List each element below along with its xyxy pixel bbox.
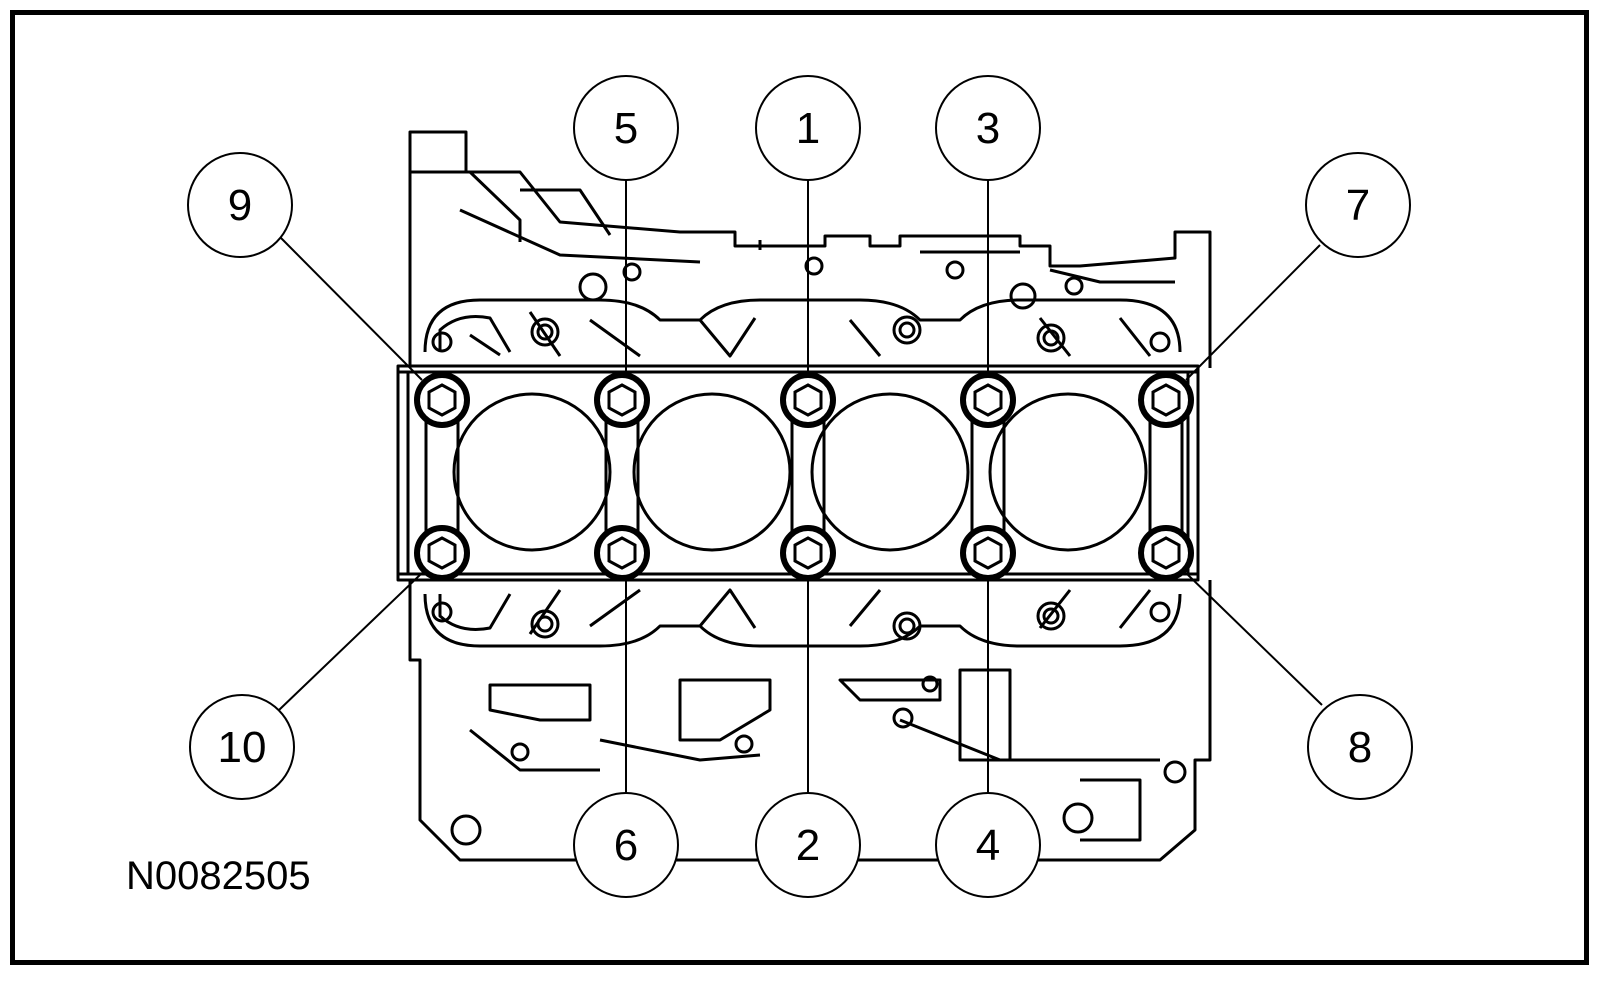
callout-label: 3 xyxy=(976,104,1000,153)
callout-3: 3 xyxy=(935,75,1041,181)
callout-9: 9 xyxy=(187,152,293,258)
bolt-top-3 xyxy=(780,372,836,428)
engine-block-outline xyxy=(396,130,1212,862)
callout-8: 8 xyxy=(1307,694,1413,800)
callout-label: 7 xyxy=(1346,181,1370,230)
leader-lines xyxy=(278,180,1323,795)
bolt-row-bottom xyxy=(414,525,1194,581)
callouts: 9 5 1 3 7 10 6 2 xyxy=(187,75,1413,898)
callout-5: 5 xyxy=(573,75,679,181)
callout-7: 7 xyxy=(1305,152,1411,258)
callout-label: 2 xyxy=(796,821,820,870)
callout-6: 6 xyxy=(573,792,679,898)
leader-line xyxy=(1185,244,1321,381)
callout-4: 4 xyxy=(935,792,1041,898)
bolt-row-top xyxy=(414,372,1194,428)
bolt-top-1 xyxy=(414,372,470,428)
bolt-bottom-3 xyxy=(780,525,836,581)
figure-code: N0082505 xyxy=(126,854,311,898)
callout-label: 4 xyxy=(976,821,1000,870)
callout-label: 6 xyxy=(614,821,638,870)
callout-label: 8 xyxy=(1348,723,1372,772)
callout-1: 1 xyxy=(755,75,861,181)
bolt-bottom-5 xyxy=(1138,525,1194,581)
callout-2: 2 xyxy=(755,792,861,898)
bolt-bottom-4 xyxy=(960,525,1016,581)
callout-label: 5 xyxy=(614,104,638,153)
bolt-top-4 xyxy=(960,372,1016,428)
leader-line xyxy=(278,572,423,711)
callout-label: 9 xyxy=(228,181,252,230)
bolt-bottom-2 xyxy=(594,525,650,581)
callout-label: 10 xyxy=(218,723,267,772)
leader-line xyxy=(1185,572,1323,706)
callout-label: 1 xyxy=(796,104,820,153)
bolt-bottom-1 xyxy=(414,525,470,581)
bolt-top-5 xyxy=(1138,372,1194,428)
callout-10: 10 xyxy=(189,694,295,800)
bolt-top-2 xyxy=(594,372,650,428)
leader-line xyxy=(280,237,423,381)
